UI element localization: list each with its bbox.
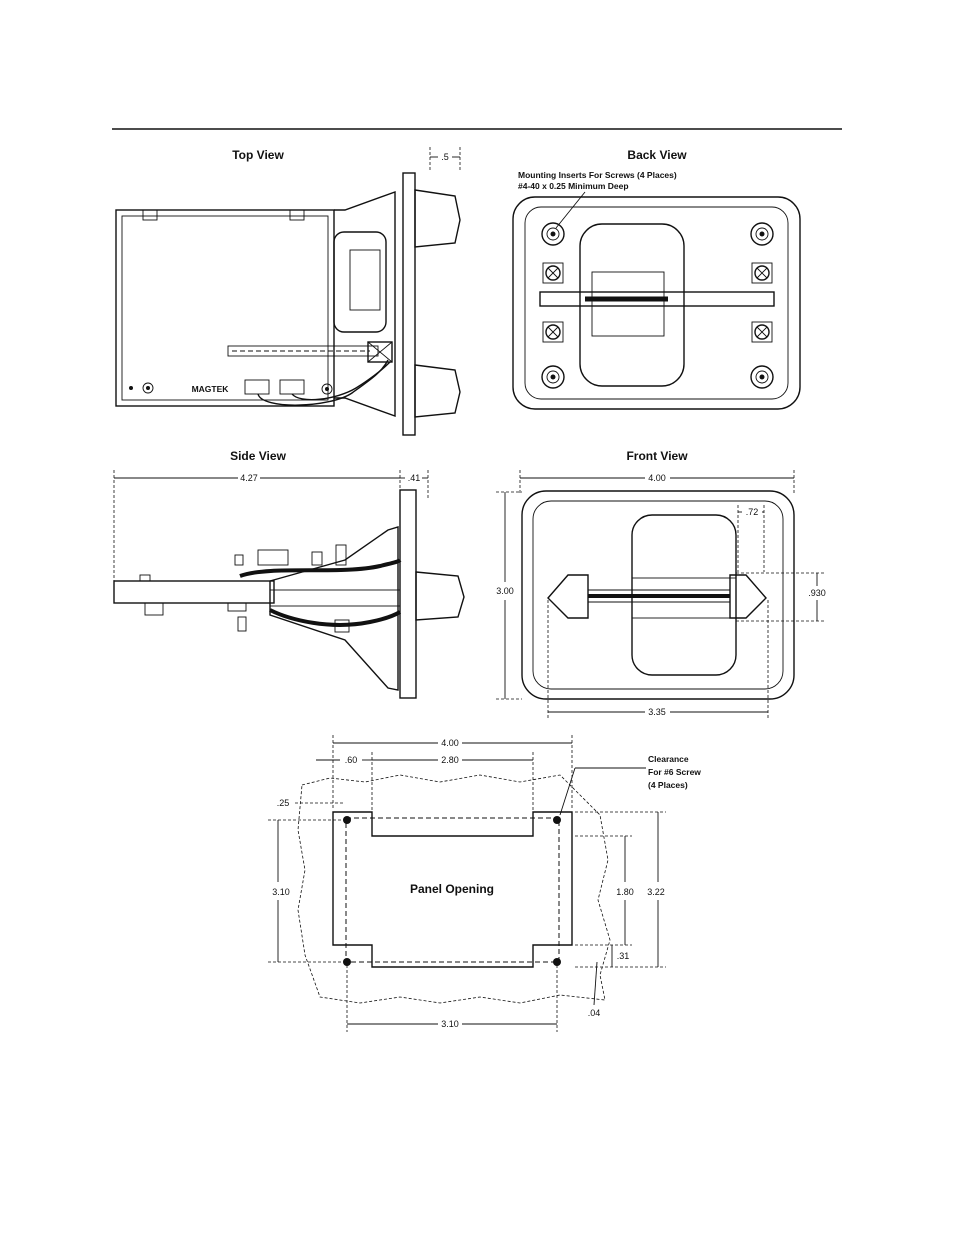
clearance-hole-icons bbox=[343, 816, 561, 966]
front-height-dim: 3.00 bbox=[496, 586, 514, 596]
mounting-insert-top-right bbox=[750, 222, 774, 246]
rail-screw-icons bbox=[542, 262, 773, 343]
back-view: Back View Mounting Inserts For Screws (4… bbox=[512, 148, 801, 410]
side-bezel bbox=[399, 489, 417, 699]
panel-left-height-dim: 3.10 bbox=[272, 887, 290, 897]
panel-hole-dim: .04 bbox=[588, 1008, 601, 1018]
panel-opening-title: Panel Opening bbox=[410, 882, 494, 896]
front-bezel-outline bbox=[521, 490, 795, 700]
front-screw-span-dim: 3.35 bbox=[648, 707, 666, 717]
clearance-note-line2: For #6 Screw bbox=[648, 767, 701, 777]
back-note-line1: Mounting Inserts For Screws (4 Places) bbox=[518, 170, 677, 180]
top-pcb-outline bbox=[115, 209, 335, 407]
panel-inner-width-dim: 2.80 bbox=[441, 755, 459, 765]
clearance-note-line1: Clearance bbox=[648, 754, 689, 764]
top-view: Top View .5 MAGTEK bbox=[115, 147, 461, 436]
front-view-title: Front View bbox=[626, 449, 688, 463]
top-depth-dim: .5 bbox=[441, 152, 449, 162]
top-view-title: Top View bbox=[232, 148, 284, 162]
panel-right-height-dim: 3.22 bbox=[647, 887, 665, 897]
panel-left-offset-dim: .60 bbox=[345, 755, 358, 765]
back-housing-outline bbox=[512, 196, 801, 410]
panel-boundary bbox=[297, 774, 611, 1004]
front-slot-height-dim: .930 bbox=[808, 588, 826, 598]
front-slot-dim: .72 bbox=[746, 507, 759, 517]
panel-small-dim: .31 bbox=[617, 951, 630, 961]
back-note-line2: #4-40 x 0.25 Minimum Deep bbox=[518, 181, 629, 191]
mounting-insert-bottom-left bbox=[541, 365, 565, 389]
panel-top-width-dim: 4.00 bbox=[441, 738, 459, 748]
top-bezel bbox=[402, 172, 416, 436]
side-view: Side View 4.27 .41 bbox=[113, 449, 465, 699]
front-view: Front View 4.00 3.00 .72 .930 bbox=[496, 449, 826, 720]
panel-inner-height-dim: 1.80 bbox=[616, 887, 634, 897]
panel-corner-dim: .25 bbox=[277, 798, 290, 808]
side-length-dim: 4.27 bbox=[240, 473, 258, 483]
top-brand-label: MAGTEK bbox=[192, 384, 230, 394]
panel-opening-view: Panel Opening Clearance For #6 Screw (4 … bbox=[268, 735, 701, 1032]
panel-opening-outline bbox=[332, 811, 573, 968]
clearance-note-line3: (4 Places) bbox=[648, 780, 688, 790]
front-width-dim: 4.00 bbox=[648, 473, 666, 483]
panel-bottom-width-dim: 3.10 bbox=[441, 1019, 459, 1029]
side-pcb bbox=[113, 580, 275, 604]
back-view-title: Back View bbox=[627, 148, 687, 162]
mounting-insert-bottom-right bbox=[750, 365, 774, 389]
side-bezel-dim: .41 bbox=[408, 473, 421, 483]
mounting-insert-top-left bbox=[541, 222, 565, 246]
side-view-title: Side View bbox=[230, 449, 286, 463]
